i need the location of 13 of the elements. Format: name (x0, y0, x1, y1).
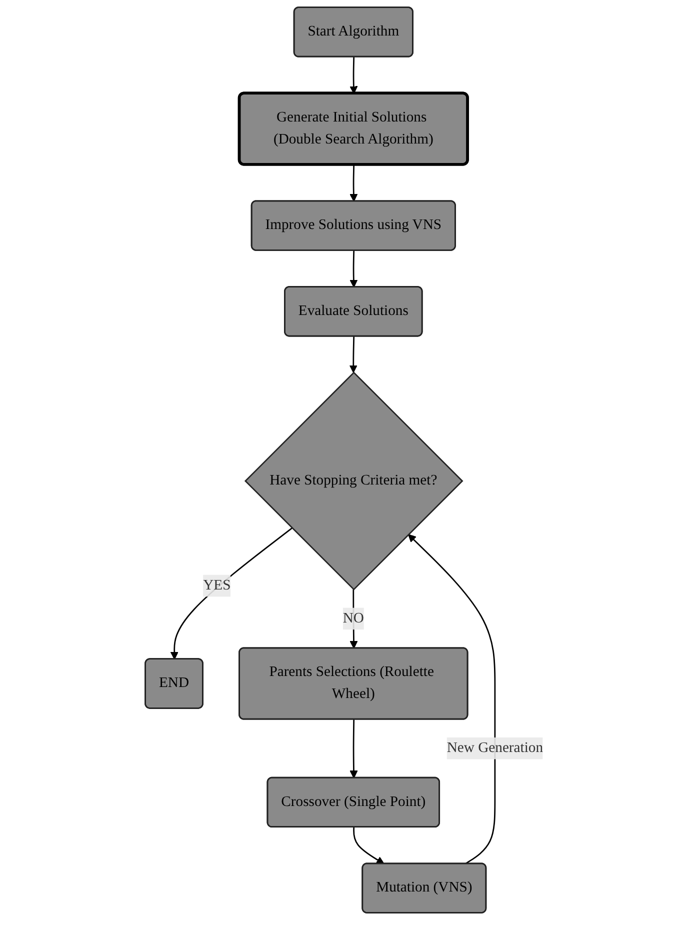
arrow (352, 827, 384, 864)
edge-label: New Generation (446, 740, 543, 756)
arrow (350, 720, 358, 778)
arrow (408, 534, 496, 864)
edge-label: YES (202, 578, 231, 594)
arrow (170, 528, 292, 660)
arrow (350, 164, 358, 202)
arrow (349, 336, 358, 373)
edge-label: NO (342, 610, 364, 626)
arrow (350, 589, 358, 649)
arrow (350, 57, 358, 94)
arrow (350, 250, 358, 288)
node-diamond: Have Stopping Criteria met? (244, 372, 464, 590)
